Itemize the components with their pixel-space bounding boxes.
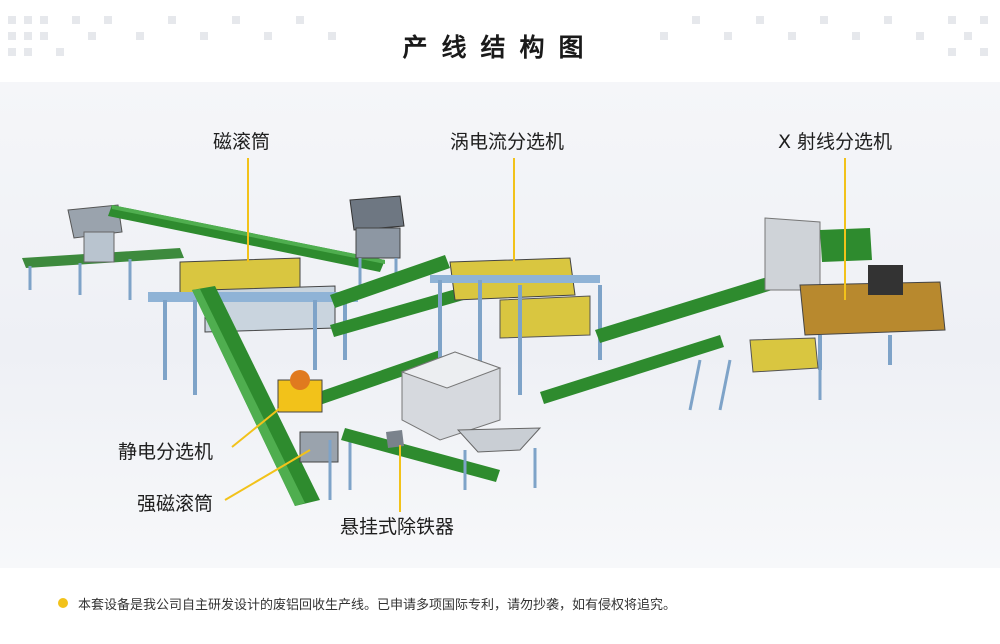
label-suspended-magnet: 悬挂式除铁器 <box>340 516 455 538</box>
callout-line-strong-magnetic <box>224 449 311 501</box>
magnetic-drum-machine <box>148 257 358 395</box>
label-xray: X 射线分选机 <box>778 131 893 153</box>
page-title: 产线结构图 <box>402 33 598 62</box>
callout-line-electrostatic <box>231 399 291 448</box>
hopper-left <box>67 204 123 263</box>
decorative-dot-pattern <box>0 6 1000 66</box>
label-magnetic-drum: 磁滚筒 <box>213 131 271 153</box>
diagonal-conveyor-down <box>192 286 320 506</box>
footer-note: 本套设备是我公司自主研发设计的废铝回收生产线。已申请多项国际专利，请勿抄袭，如有… <box>78 598 677 613</box>
secondary-sorter <box>688 337 822 411</box>
label-eddy-current: 涡电流分选机 <box>450 131 565 153</box>
label-electrostatic: 静电分选机 <box>118 441 214 463</box>
callout-lines <box>224 158 846 512</box>
eddy-current-machine <box>430 257 602 395</box>
bottom-right-hopper <box>456 427 542 490</box>
bullet-icon <box>58 598 68 608</box>
xray-machine <box>764 217 946 370</box>
footer: 本套设备是我公司自主研发设计的废铝回收生产线。已申请多项国际专利，请勿抄袭，如有… <box>0 568 1000 644</box>
conveyor-to-xray <box>540 270 795 404</box>
shredder <box>349 195 405 285</box>
header-band: 产线结构图 <box>0 0 1000 82</box>
bottom-conveyor <box>341 428 500 482</box>
label-strong-magnetic-drum: 强磁滚筒 <box>137 493 214 515</box>
collection-bin <box>400 351 502 441</box>
strong-magnetic-drum-machine <box>299 431 352 500</box>
electrostatic-machine <box>277 370 323 413</box>
